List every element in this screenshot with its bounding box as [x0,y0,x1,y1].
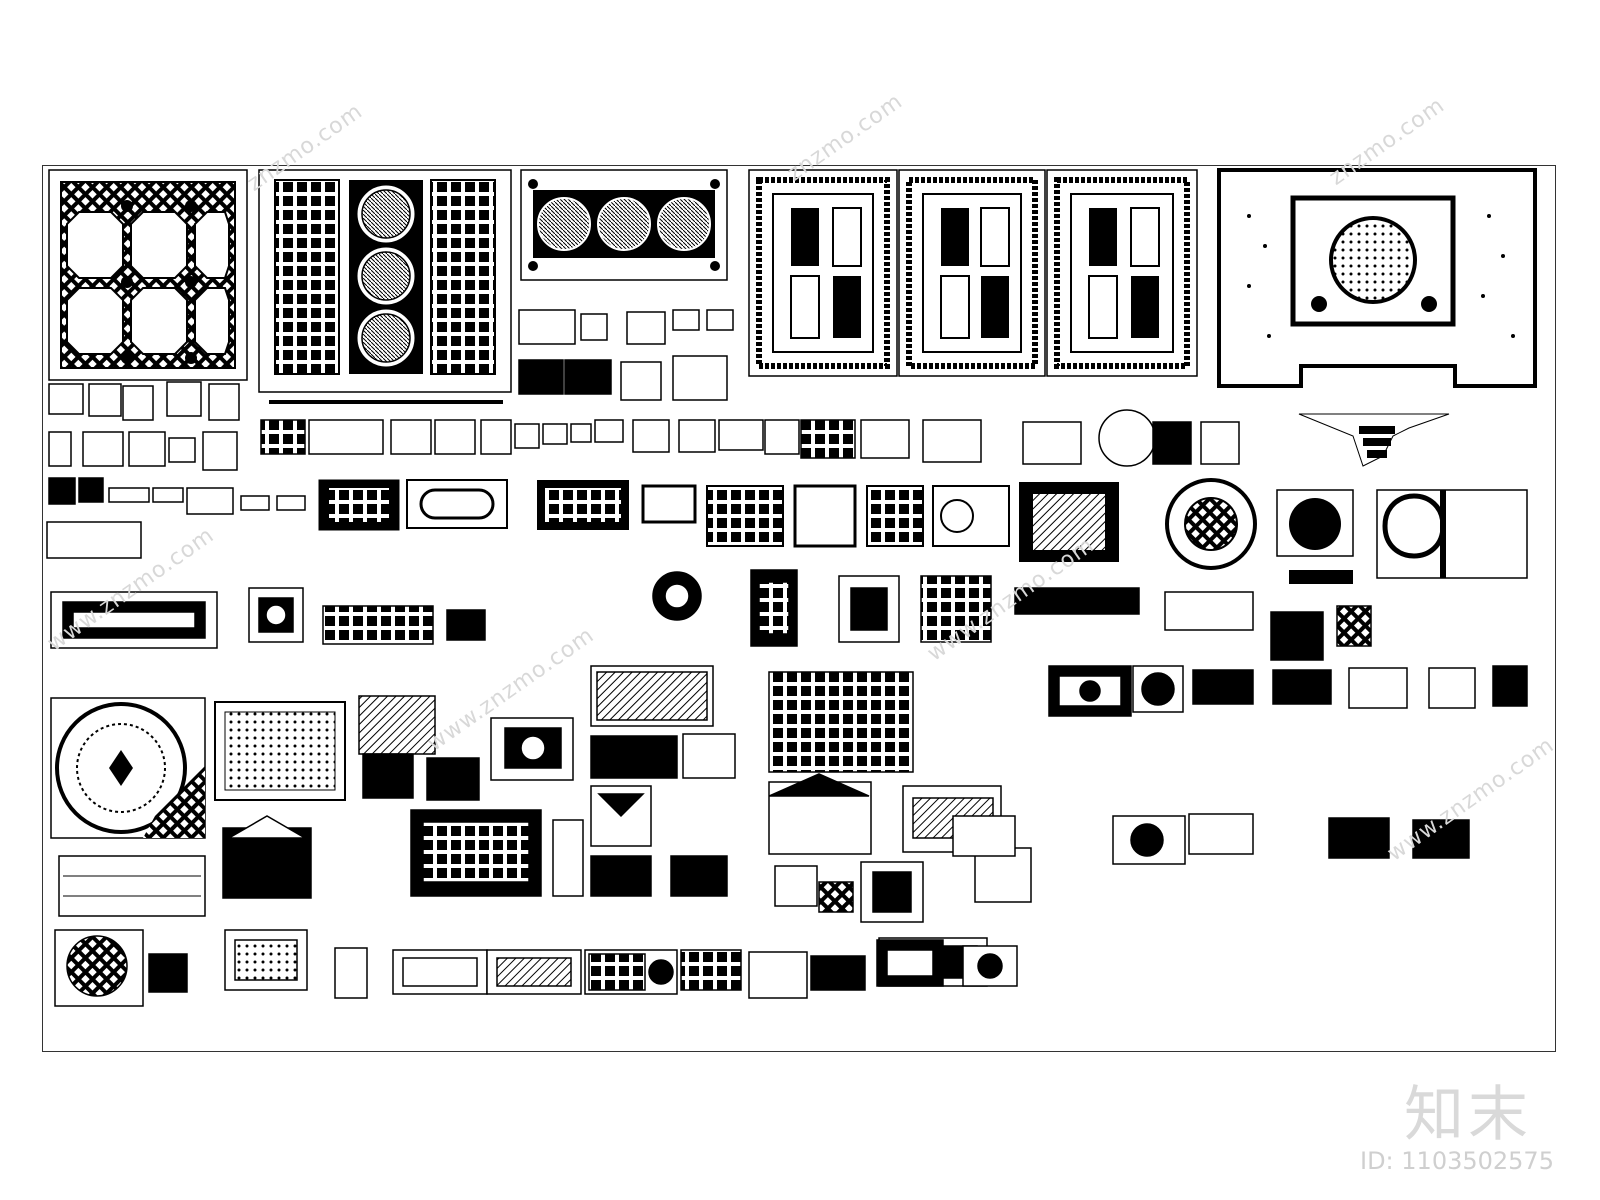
ceiling-plan-grid-pattern [214,701,346,801]
drawing-sheet-frame: znzmo.com znzmo.com znzmo.com www.znzmo.… [42,89,1559,1052]
detail-plans-mid [50,569,1528,717]
bottom-row-ceilings [54,929,1018,1007]
ceiling-plan-circular [50,697,206,839]
ceiling-plan-three-fans [520,169,728,281]
ceiling-cad-drawing [46,168,1537,1007]
brand-logo: 知末 [1404,1080,1532,1150]
elevation-group-center [490,665,1470,987]
elevation-group-left [58,695,584,917]
ceiling-plan-central-dome [1217,168,1537,467]
ceiling-plan-coffered-with-fans [258,169,512,404]
ceiling-plan-banded-1 [748,169,898,377]
image-id-label: ID: 1103502575 [1360,1147,1554,1175]
ceiling-plan-banded-2 [898,169,1046,377]
ceiling-plan-octagon-grid [48,169,248,381]
small-detail-blocks [46,309,1240,559]
ceiling-plan-banded-3 [1046,169,1198,377]
ceiling-plan-row2-group [318,478,1528,584]
